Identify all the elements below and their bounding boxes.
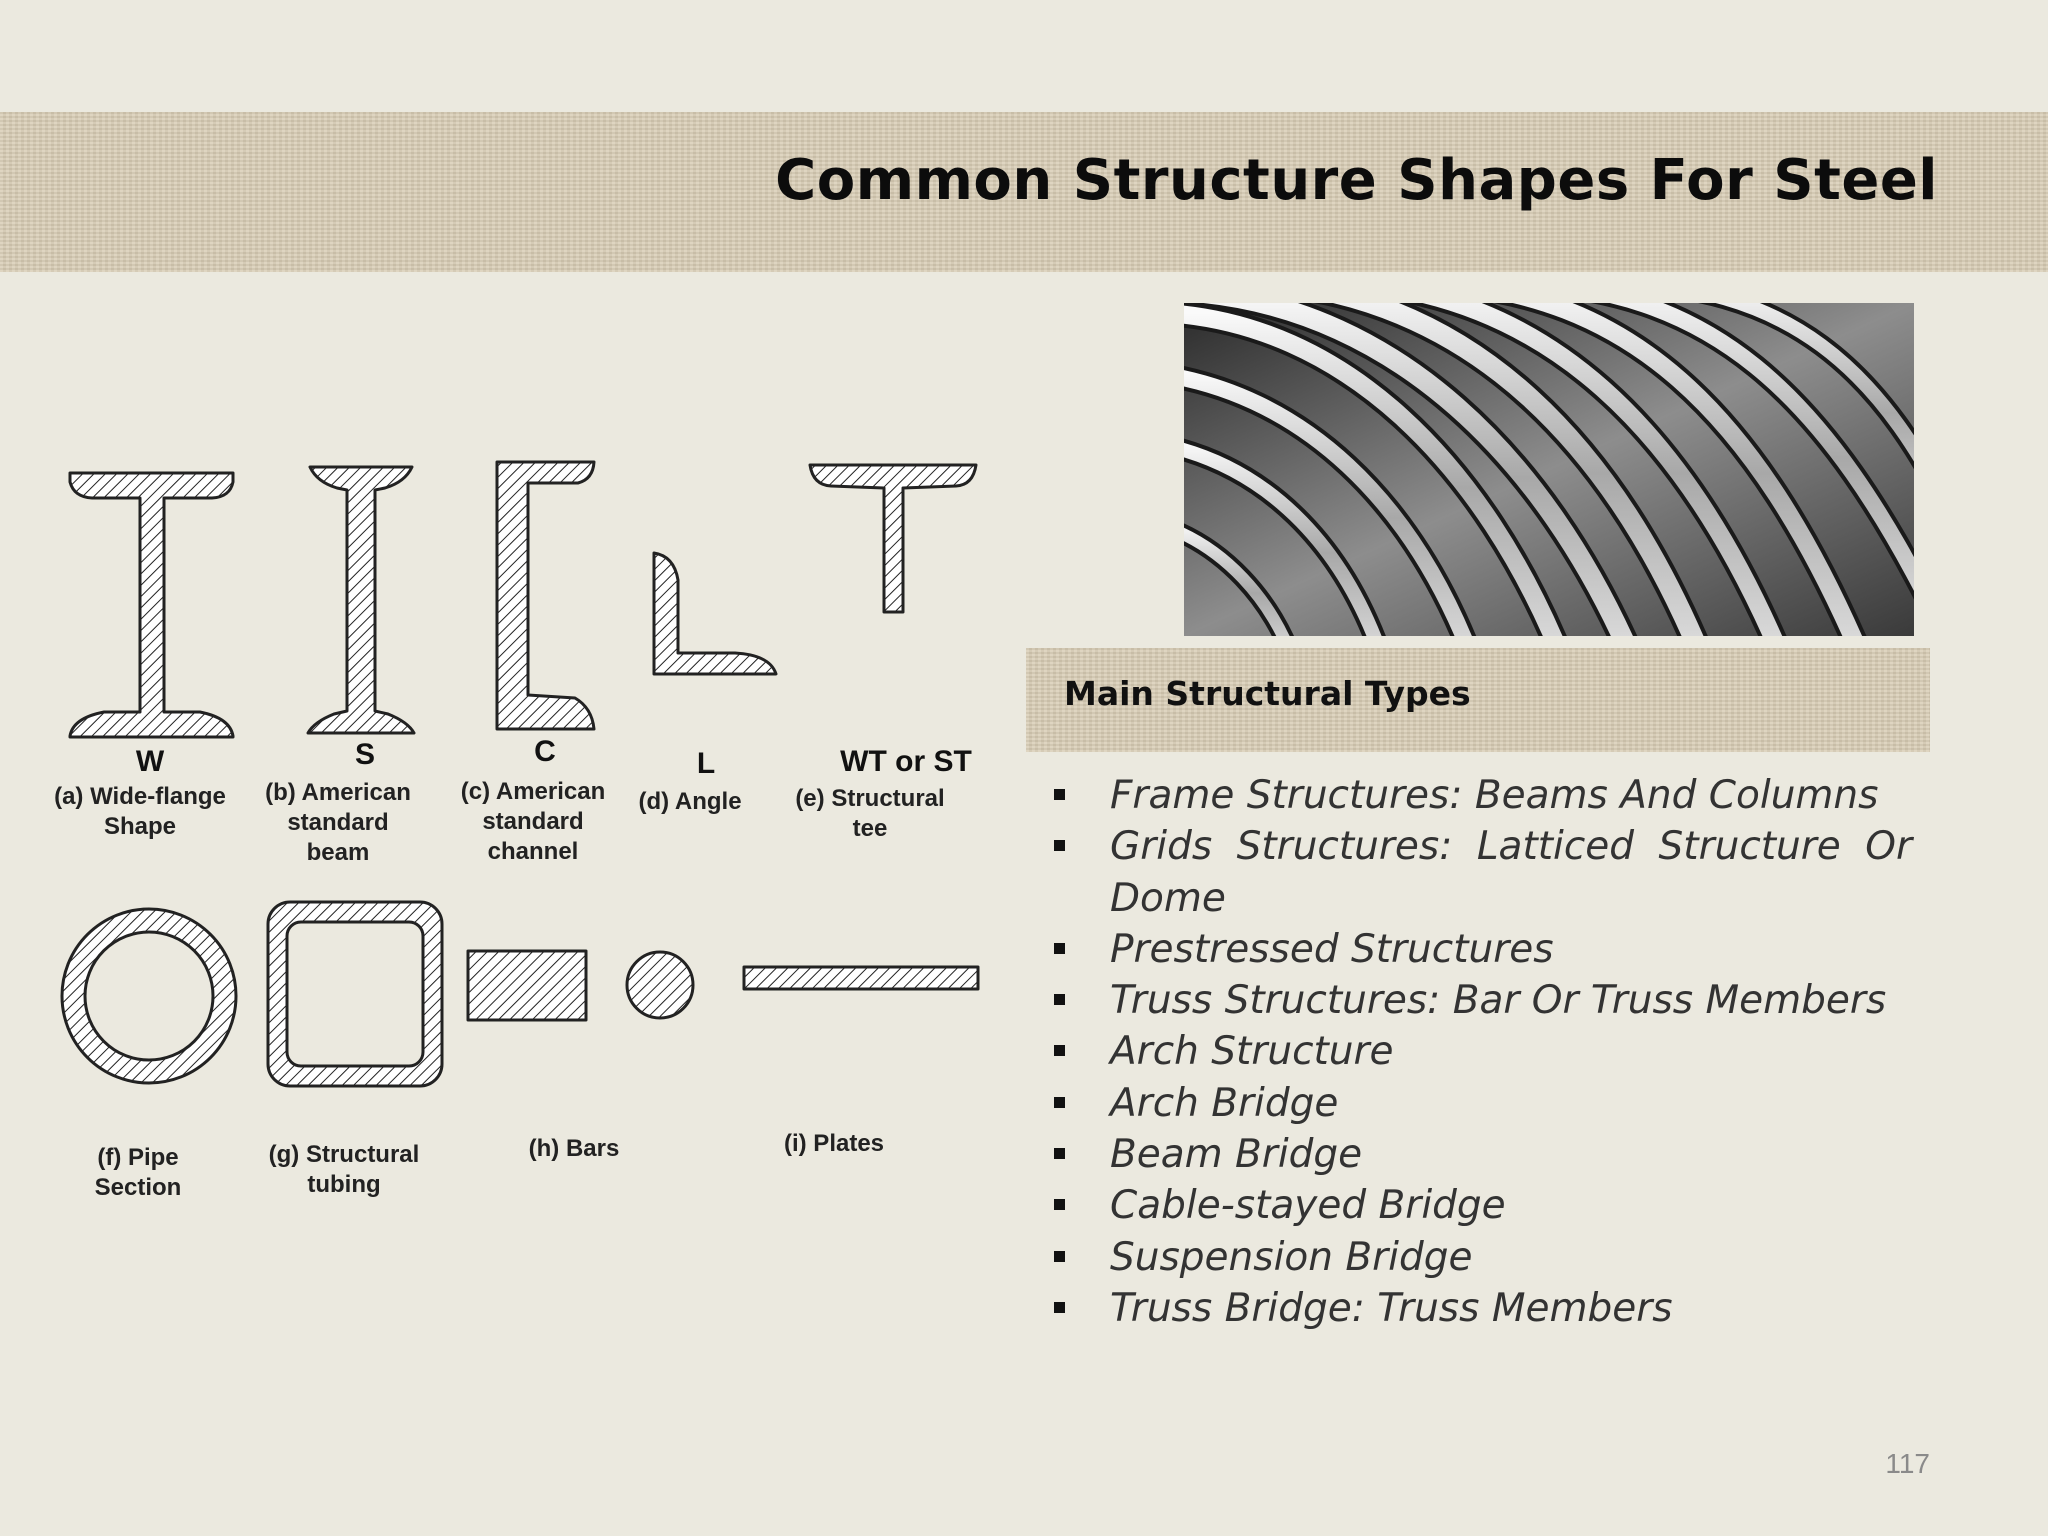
square-bullet-icon [1054, 1301, 1065, 1313]
shape-code-s: S [354, 738, 375, 771]
list-item-text: Suspension Bridge [1110, 1234, 1473, 1280]
list-item-text: Grids Structures: Latticed Structure Or … [1110, 824, 1912, 921]
title-band [0, 112, 2048, 272]
shape-code-c: C [534, 735, 556, 768]
square-bullet-icon [1054, 1096, 1065, 1108]
list-item: Beam Bridge [1052, 1129, 1912, 1180]
square-bullet-icon [1054, 840, 1065, 852]
square-bullet-icon [1054, 942, 1065, 954]
list-item-text: Cable-stayed Bridge [1110, 1183, 1506, 1229]
steel-shapes-diagram: W S C L WT or ST (a) Wide-flange Shape (… [0, 420, 1010, 1220]
structural-types-title: Main Structural Types [1064, 674, 1471, 713]
structural-types-header: Main Structural Types [1026, 648, 1930, 752]
list-item: Frame Structures: Beams And Columns [1052, 770, 1912, 821]
bar-icon [466, 949, 588, 1022]
shape-label-pipe-section: (f) Pipe Section [94, 1144, 182, 1201]
structural-tubing-icon [266, 900, 444, 1088]
list-item: Truss Structures: Bar Or Truss Members [1052, 975, 1912, 1026]
list-item-text: Prestressed Structures [1110, 926, 1554, 972]
list-item: Grids Structures: Latticed Structure Or … [1052, 821, 1912, 924]
slide-title: Common Structure Shapes For Steel [775, 148, 1938, 213]
list-item-text: Beam Bridge [1110, 1132, 1363, 1178]
shape-label-angle: (d) Angle [638, 788, 742, 815]
square-bullet-icon [1054, 1045, 1065, 1057]
angle-icon [652, 551, 778, 676]
shapes-drawing [60, 460, 980, 1088]
plate-icon [742, 965, 980, 991]
square-bullet-icon [1054, 789, 1065, 800]
round-bar-icon [625, 950, 695, 1020]
list-item: Prestressed Structures [1052, 924, 1912, 975]
list-item-text: Truss Bridge: Truss Members [1110, 1285, 1673, 1331]
shape-code-l: L [696, 747, 716, 780]
pipe-section-icon [60, 907, 238, 1085]
list-item: Truss Bridge: Truss Members [1052, 1283, 1912, 1334]
list-item-text: Truss Structures: Bar Or Truss Members [1110, 978, 1887, 1024]
square-bullet-icon [1054, 1148, 1065, 1160]
list-item-text: Arch Structure [1110, 1029, 1394, 1075]
shape-label-plates: (i) Plates [783, 1130, 885, 1157]
shape-code-w: W [135, 745, 165, 778]
structural-types-list: Frame Structures: Beams And Columns Grid… [1052, 770, 1912, 1334]
shape-label-bars: (h) Bars [528, 1135, 620, 1162]
list-item: Arch Bridge [1052, 1078, 1912, 1129]
steel-curves-photo [1184, 303, 1914, 636]
shape-label-wide-flange: (a) Wide-flange Shape [54, 783, 226, 840]
list-item: Cable-stayed Bridge [1052, 1180, 1912, 1231]
shape-label-standard-channel: (c) American standard channel [460, 778, 606, 865]
square-bullet-icon [1054, 994, 1065, 1006]
list-item-text: Arch Bridge [1110, 1080, 1339, 1126]
shape-label-structural-tubing: (g) Structural tubing [268, 1141, 420, 1198]
structural-tee-icon [808, 463, 978, 614]
list-item: Arch Structure [1052, 1026, 1912, 1077]
shape-label-structural-tee: (e) Structural tee [795, 785, 945, 842]
list-item-text: Frame Structures: Beams And Columns [1110, 773, 1879, 818]
american-standard-beam-icon [306, 465, 416, 735]
list-item: Suspension Bridge [1052, 1232, 1912, 1283]
wide-flange-shape-icon [68, 471, 235, 739]
steel-curves-image [1184, 303, 1914, 636]
square-bullet-icon [1054, 1199, 1065, 1211]
shape-code-wt-st: WT or ST [840, 745, 972, 778]
page-number: 117 [1885, 1448, 1930, 1479]
american-standard-channel-icon [495, 460, 596, 731]
shape-label-standard-beam: (b) American standard beam [265, 779, 411, 866]
square-bullet-icon [1054, 1250, 1065, 1262]
